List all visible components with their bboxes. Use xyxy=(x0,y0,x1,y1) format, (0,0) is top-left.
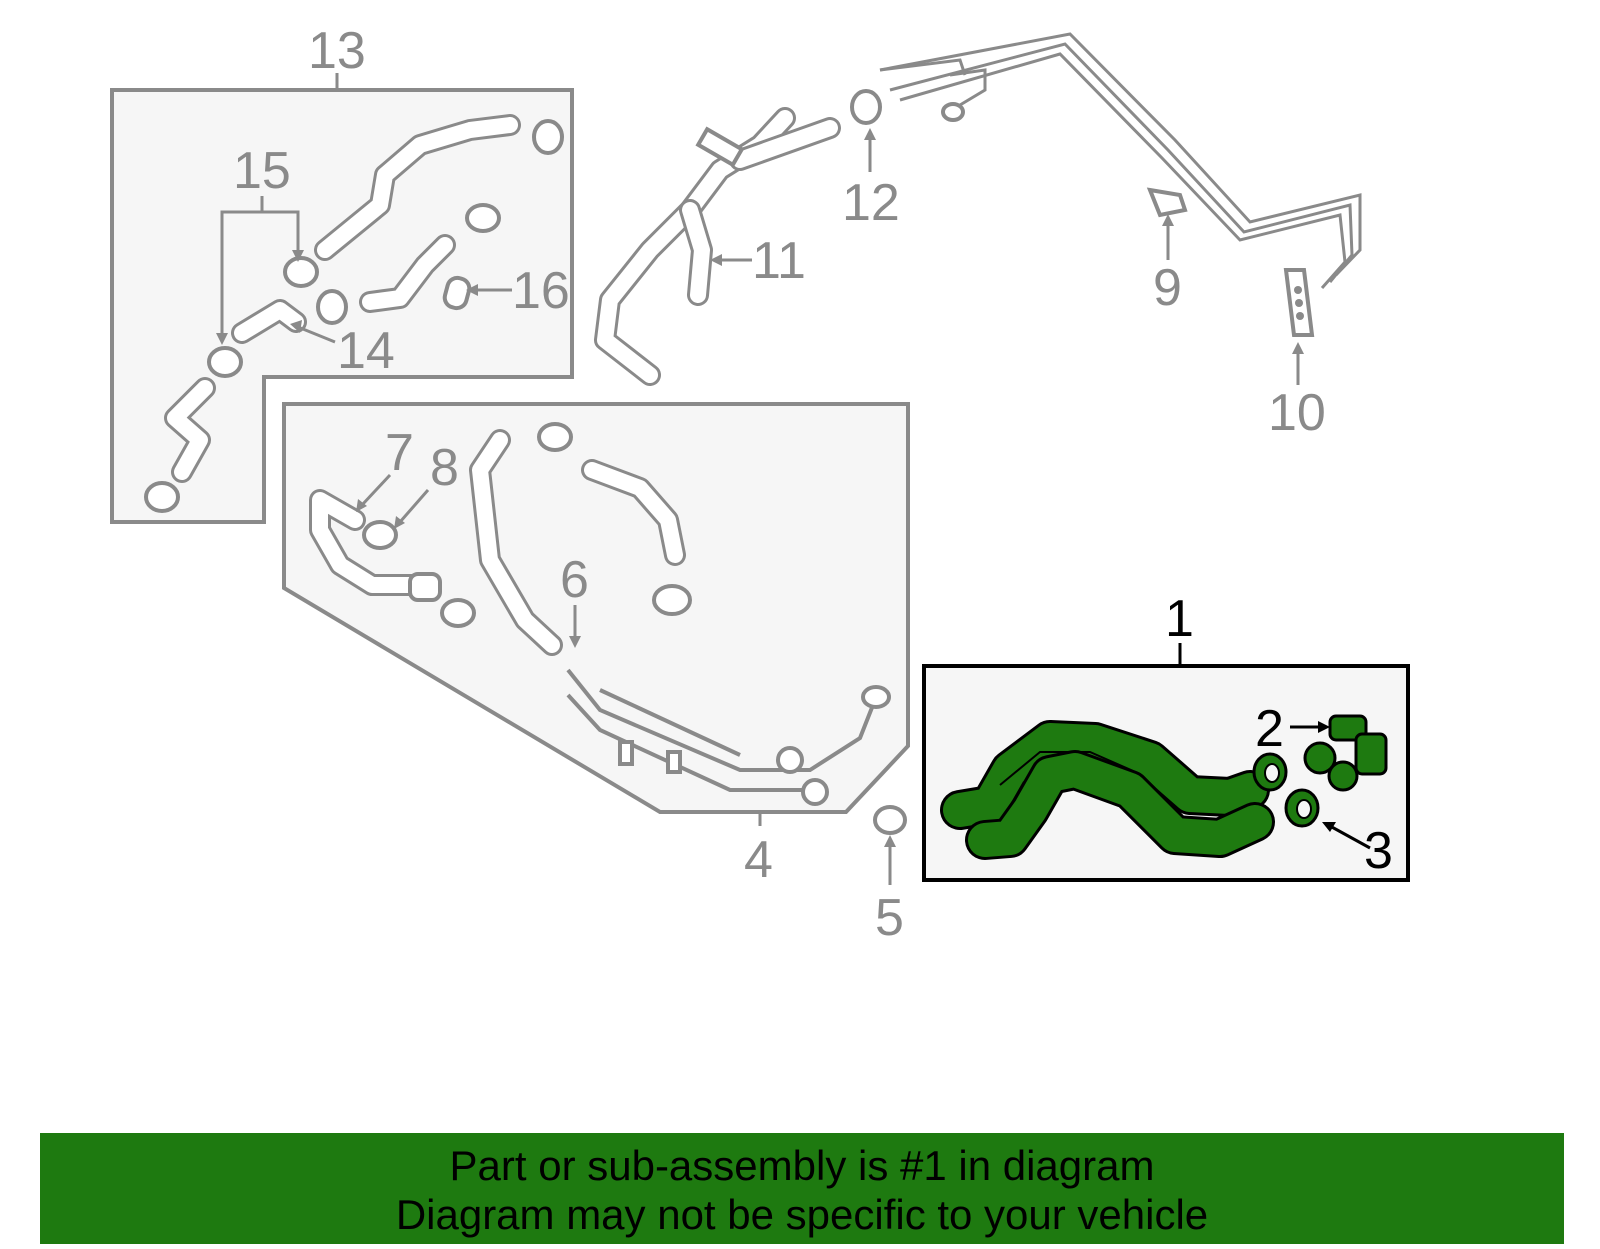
callout-7: 7 xyxy=(385,424,414,482)
part-5-clamp: 5 xyxy=(873,805,907,947)
part-10-grommet: 10 xyxy=(1268,268,1326,442)
assembly-1-group: 1 2 3 xyxy=(922,590,1410,882)
callout-11: 11 xyxy=(752,232,806,290)
part-11-hose: 11 xyxy=(594,107,841,386)
assembly-4-group: 4 6 7 8 xyxy=(282,402,910,889)
callout-13: 13 xyxy=(308,22,366,80)
callout-2: 2 xyxy=(1255,700,1284,758)
part-12-clamp: 12 xyxy=(842,89,900,232)
callout-9: 9 xyxy=(1153,259,1182,317)
banner-line-2: Diagram may not be specific to your vehi… xyxy=(395,1191,1209,1238)
part-2-fitting xyxy=(1328,714,1368,742)
callout-1: 1 xyxy=(1165,590,1194,648)
callout-15: 15 xyxy=(233,142,291,200)
callout-16: 16 xyxy=(512,262,570,320)
assembly-4-box xyxy=(282,402,910,814)
callout-3: 3 xyxy=(1364,822,1393,880)
callout-8: 8 xyxy=(430,439,459,497)
callout-12: 12 xyxy=(842,174,900,232)
callout-10: 10 xyxy=(1268,384,1326,442)
callout-4: 4 xyxy=(744,831,773,889)
banner-line-1: Part or sub-assembly is #1 in diagram xyxy=(449,1142,1155,1189)
callout-6: 6 xyxy=(560,551,589,609)
assembly-13-group: 13 15 14 16 xyxy=(110,22,574,524)
callout-5: 5 xyxy=(875,889,904,947)
part-9-pipes: 9 xyxy=(879,32,1362,317)
callout-14: 14 xyxy=(337,322,395,380)
notice-banner: Part or sub-assembly is #1 in diagram Di… xyxy=(40,1133,1564,1244)
